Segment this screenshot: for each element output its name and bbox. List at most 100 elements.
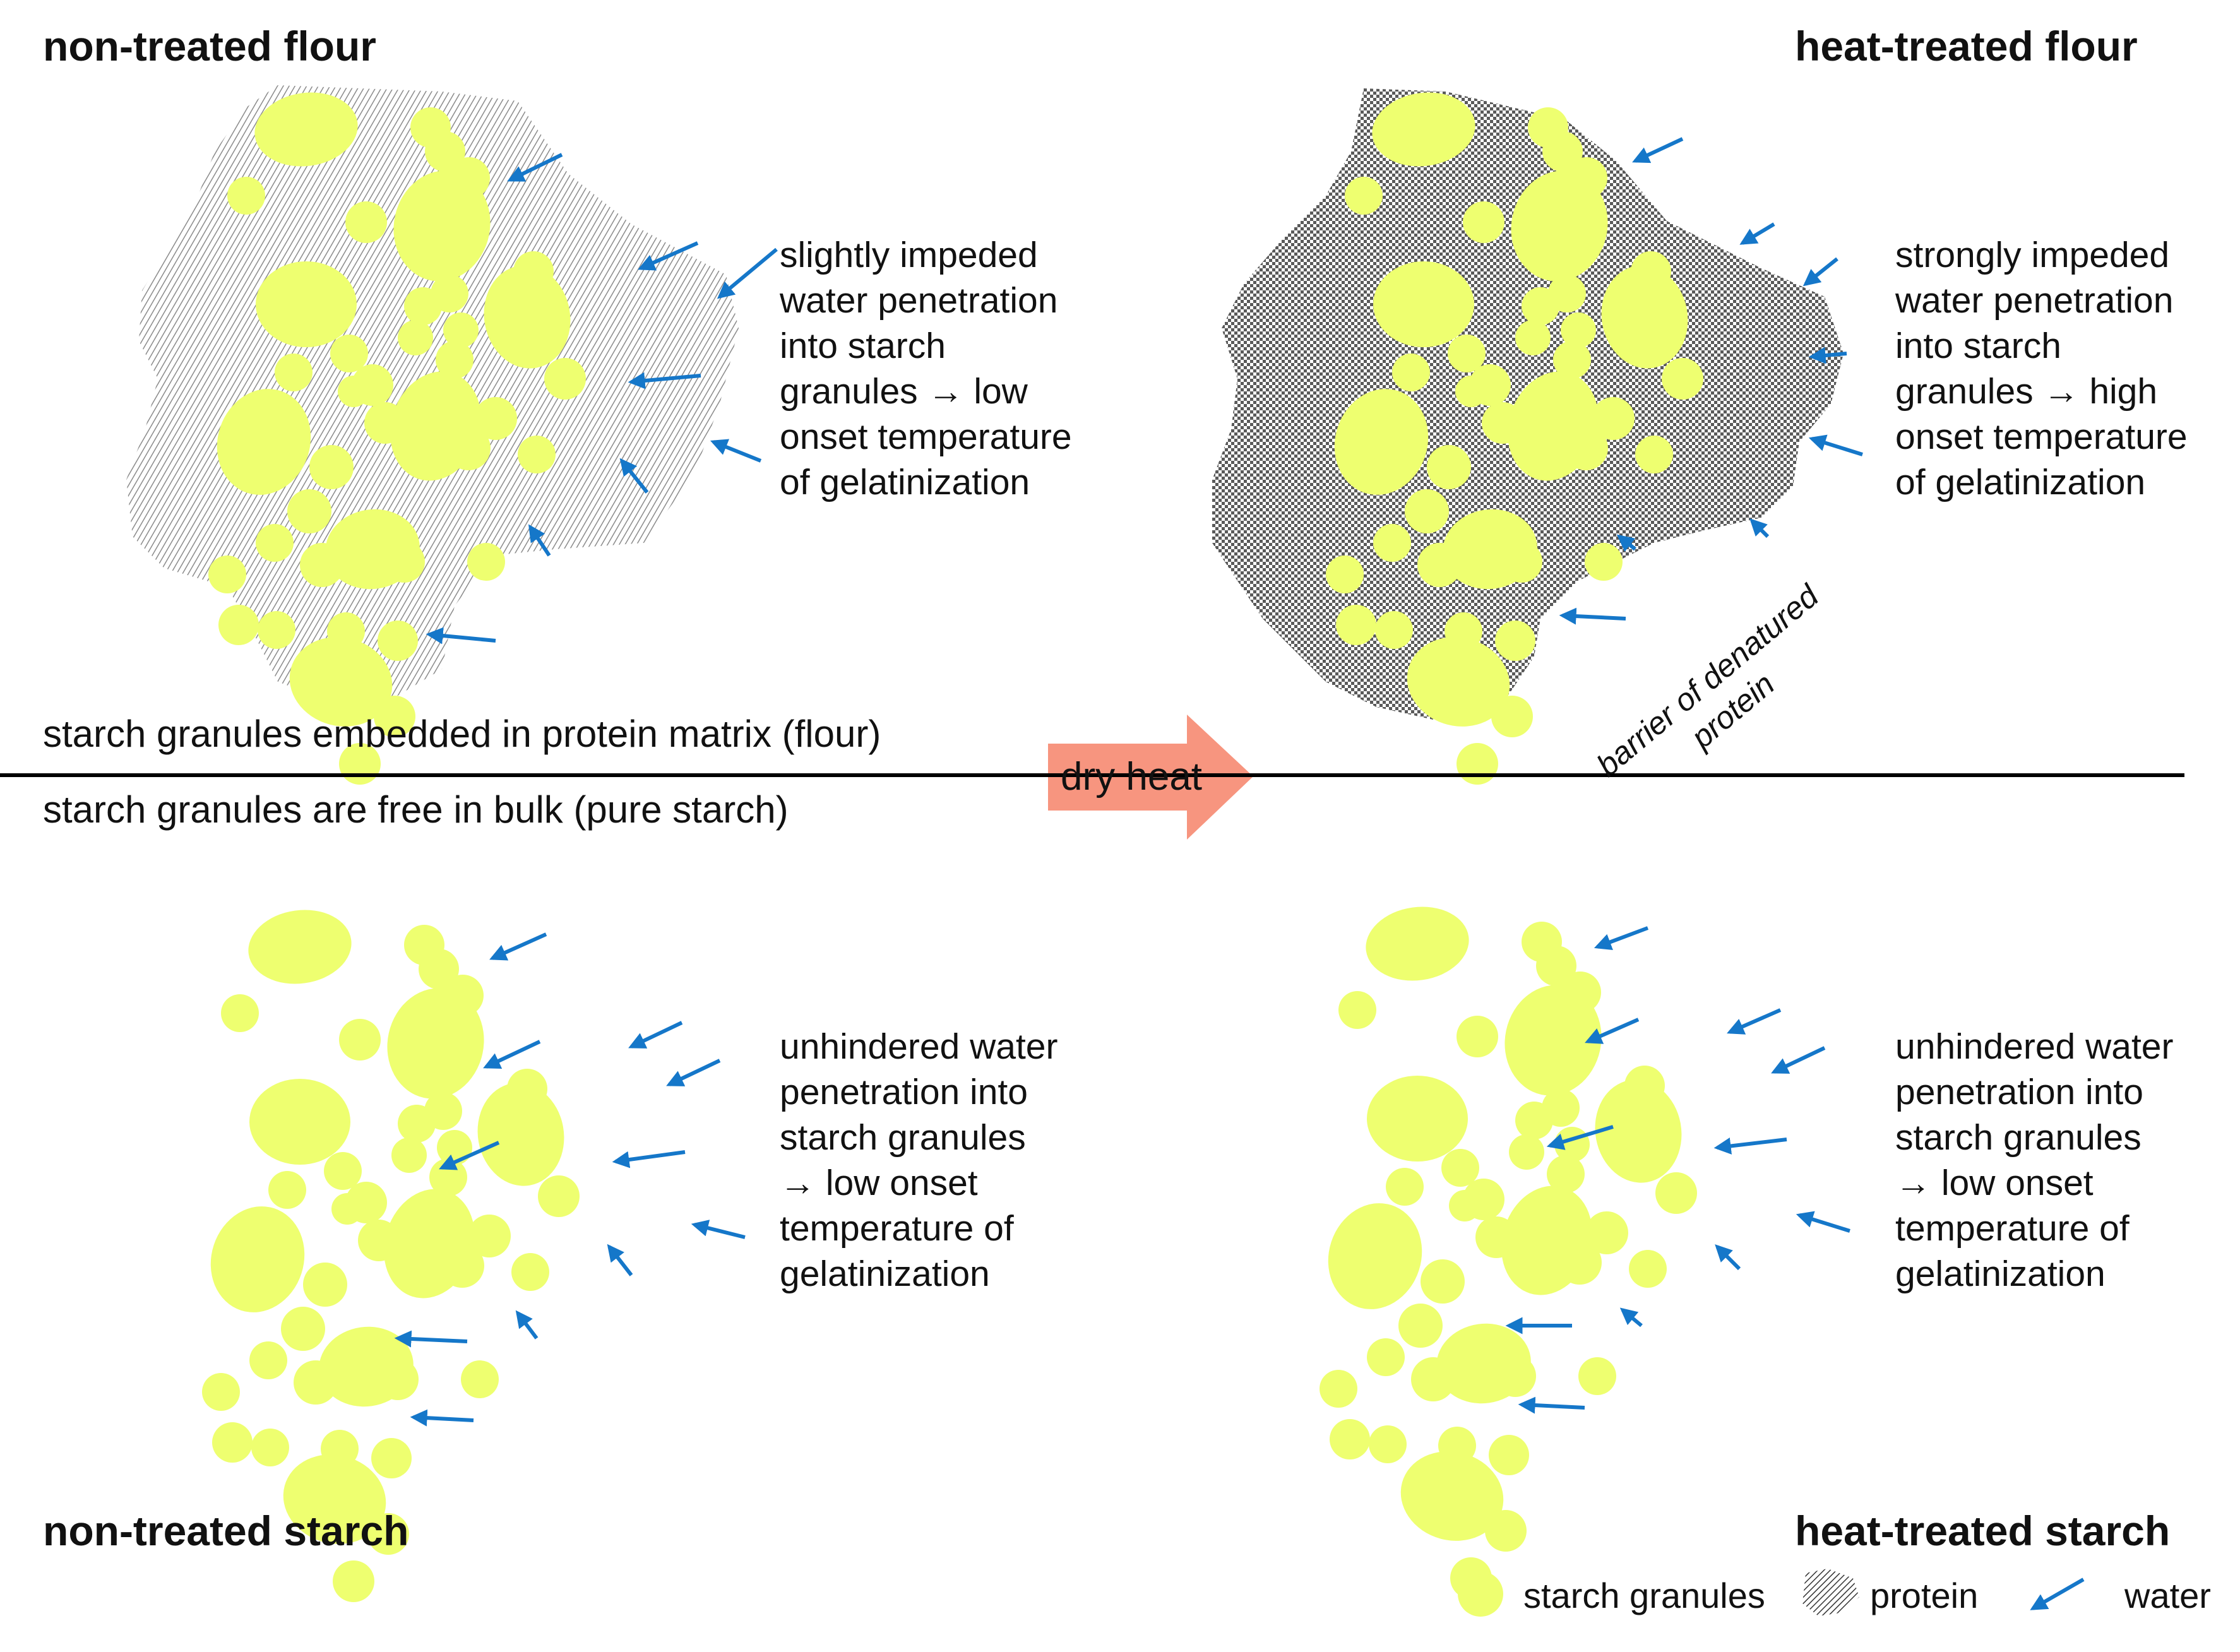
starch-granule	[1367, 1338, 1405, 1376]
water-arrow	[1802, 257, 1838, 287]
starch-granule	[1373, 261, 1474, 347]
starch-granule	[1485, 1510, 1527, 1552]
starch-granule	[1553, 341, 1591, 379]
starch-granule	[309, 445, 354, 489]
starch-granule	[446, 426, 491, 470]
water-arrow	[1585, 1018, 1640, 1044]
starch-granule	[1631, 251, 1671, 292]
water-arrow	[1715, 1244, 1741, 1271]
starch-granule	[1564, 426, 1608, 470]
starch-granule	[1585, 543, 1623, 581]
starch-granule	[1601, 265, 1688, 369]
water-arrow	[628, 372, 701, 389]
starch-granule	[1345, 177, 1383, 215]
starch-granule	[544, 358, 586, 400]
water-arrow	[1546, 1125, 1614, 1150]
water-arrow	[691, 1220, 746, 1239]
starch-granule	[1624, 1066, 1665, 1106]
starch-granule	[330, 335, 368, 372]
water-arrow	[1616, 534, 1636, 552]
water-arrow	[612, 1150, 686, 1168]
starch-granule	[1330, 1419, 1370, 1459]
starch-granule	[484, 265, 571, 369]
starch-granule	[1491, 696, 1533, 737]
starch-granule	[443, 312, 479, 348]
starch-granule	[268, 1171, 306, 1209]
starch-granule	[424, 1092, 462, 1130]
starch-granule	[440, 1244, 484, 1288]
legend-starch-label: starch granules	[1523, 1576, 1765, 1615]
starch-granule	[339, 1019, 381, 1061]
starch-granule	[1548, 275, 1586, 312]
water-arrow	[394, 1330, 468, 1348]
caption-starch: starch granules are free in bulk (pure s…	[43, 788, 789, 831]
starch-granule	[448, 157, 490, 199]
starch-granule	[256, 261, 357, 347]
water-arrow	[1559, 607, 1626, 625]
starch-granule	[210, 1206, 305, 1312]
water-arrow	[1518, 1396, 1585, 1414]
starch-granule	[1494, 1355, 1536, 1397]
starch-granule	[1386, 1168, 1424, 1206]
starch-granule	[1366, 906, 1469, 981]
starch-granule	[1495, 621, 1535, 661]
starch-granule	[513, 251, 554, 292]
title-non-treated-flour: non-treated flour	[43, 23, 376, 69]
starch-granule	[218, 605, 259, 645]
water-arrow	[710, 439, 762, 463]
starch-granule	[1655, 1172, 1697, 1214]
starch-granule	[511, 1253, 549, 1291]
starch-granules	[202, 92, 1703, 1602]
starch-granule	[256, 524, 294, 562]
starch-granule	[1585, 1211, 1628, 1254]
starch-granule	[507, 1069, 547, 1109]
starch-granule	[1629, 1250, 1667, 1288]
starch-granule	[1515, 320, 1551, 355]
starch-granule	[1457, 743, 1498, 785]
water-arrow	[507, 153, 563, 182]
starch-granule	[1489, 1435, 1529, 1475]
starch-granule	[474, 397, 517, 440]
starch-granule	[425, 131, 465, 172]
starch-granule	[1338, 991, 1376, 1029]
dry-heat-label: dry heat	[1061, 755, 1203, 799]
starch-granule	[461, 1360, 499, 1398]
water-arrow	[628, 1021, 683, 1049]
starch-granule	[1441, 1149, 1479, 1187]
water-arrow	[607, 1244, 633, 1276]
starch-granule	[1595, 1079, 1682, 1183]
starch-granule	[287, 489, 331, 533]
starch-granule	[208, 556, 246, 593]
water-arrow	[483, 1040, 541, 1069]
starch-granule	[518, 436, 556, 473]
starch-granule	[1369, 1425, 1407, 1463]
water-arrow	[489, 932, 547, 961]
starch-granule	[1392, 354, 1430, 391]
starch-granule	[1328, 1203, 1422, 1309]
starch-granule	[1457, 1016, 1498, 1057]
starch-granule	[1542, 131, 1583, 172]
water-arrow	[1808, 347, 1847, 364]
starch-granule	[227, 177, 265, 215]
starch-granule	[248, 910, 352, 984]
starch-granule	[1372, 92, 1475, 167]
starch-granule	[371, 1438, 412, 1478]
water-arrow	[1727, 1008, 1782, 1035]
starch-granule	[1463, 201, 1504, 243]
starch-granule	[1336, 605, 1376, 645]
starch-granule	[1449, 1190, 1480, 1221]
starch-granule	[345, 201, 387, 243]
water-arrow	[1771, 1046, 1826, 1074]
starch-granule	[468, 1215, 511, 1257]
water-arrows	[394, 137, 1863, 1427]
starch-granule	[331, 1193, 363, 1225]
title-heat-treated-starch: heat-treated starch	[1795, 1507, 2171, 1554]
starch-granule	[1501, 541, 1542, 583]
legend-water-label: water	[2124, 1576, 2211, 1615]
starch-granule	[1326, 556, 1364, 593]
